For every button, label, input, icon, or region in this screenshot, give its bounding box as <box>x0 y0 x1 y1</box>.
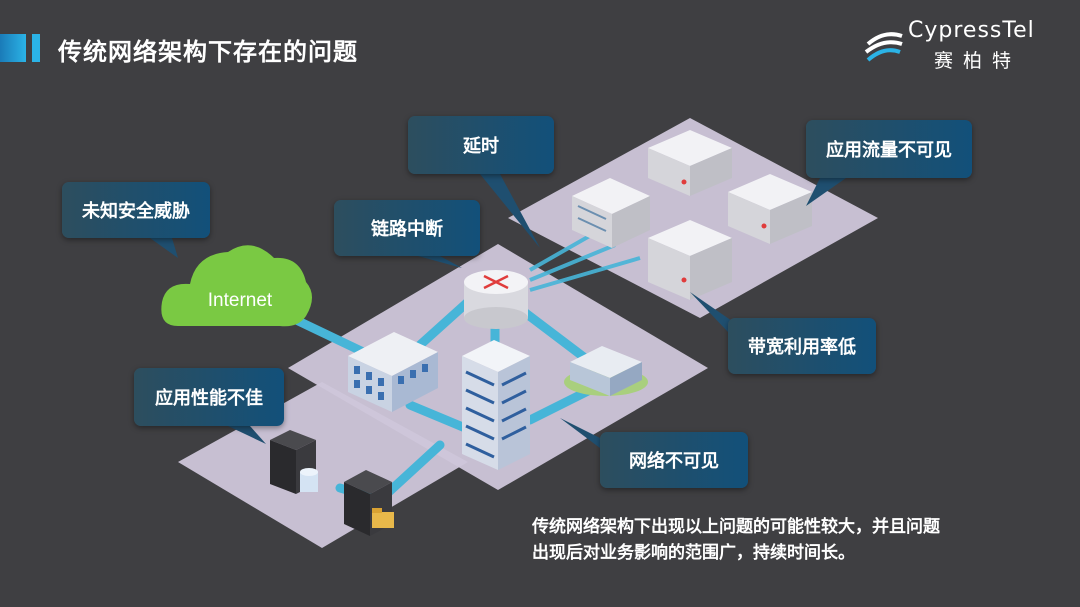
callout-app-traffic-invisible: 应用流量不可见 <box>806 120 972 178</box>
callout-unknown-threat: 未知安全威胁 <box>62 182 210 238</box>
database-icon <box>300 468 318 492</box>
callout-network-invisible: 网络不可见 <box>600 432 748 488</box>
callout-bandwidth-low: 带宽利用率低 <box>728 318 876 374</box>
internet-cloud: Internet <box>161 245 312 326</box>
summary-line-1: 传统网络架构下出现以上问题的可能性较大，并且问题 <box>532 514 1052 540</box>
router-icon <box>464 270 528 329</box>
callout-link-break: 链路中断 <box>334 200 480 256</box>
skyscraper-icon <box>462 340 530 470</box>
callout-app-performance-poor: 应用性能不佳 <box>134 368 284 426</box>
summary-text: 传统网络架构下出现以上问题的可能性较大，并且问题 出现后对业务影响的范围广，持续… <box>532 514 1052 566</box>
summary-line-2: 出现后对业务影响的范围广，持续时间长。 <box>532 540 1052 566</box>
callout-delay: 延时 <box>408 116 554 174</box>
internet-label: Internet <box>208 290 273 311</box>
